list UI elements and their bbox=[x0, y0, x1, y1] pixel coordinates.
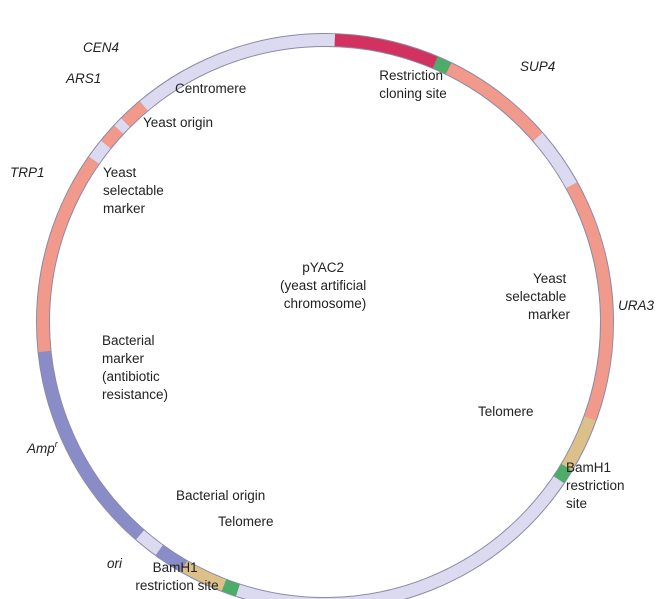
label-yeast-marker-left: Yeast selectable marker bbox=[103, 165, 168, 216]
segment-telomere-bottom bbox=[181, 560, 227, 591]
segment-restriction-cloning-site bbox=[334, 34, 438, 68]
segment-backbone-right bbox=[533, 133, 577, 189]
gene-ori: ori bbox=[107, 556, 123, 571]
segment-bamh1-bottom bbox=[221, 579, 240, 596]
segment-backbone-top bbox=[139, 34, 336, 111]
gene-sup4: SUP4 bbox=[520, 59, 555, 74]
segment-ura3 bbox=[566, 182, 613, 421]
label-bamh1-right: BamH1 restriction site bbox=[566, 460, 628, 511]
plasmid-name: pYAC2 (yeast artificial chromosome) bbox=[280, 260, 370, 311]
segment-ars1 bbox=[101, 125, 124, 149]
gene-amp: Ampr bbox=[26, 439, 59, 456]
center-line-3: chromosome) bbox=[284, 296, 367, 311]
label-yeast-marker-right: Yeast selectable marker bbox=[505, 271, 570, 322]
segment-cen4 bbox=[121, 101, 148, 127]
segment-sup4 bbox=[445, 63, 543, 141]
segment-amp bbox=[38, 350, 144, 540]
center-line-1: pYAC2 bbox=[302, 260, 344, 275]
segment-backbone-cen-gap bbox=[114, 118, 130, 134]
segment-backbone-ars-gap bbox=[89, 140, 111, 164]
label-centromere: Centromere bbox=[175, 81, 246, 96]
center-line-2: (yeast artificial bbox=[280, 278, 366, 293]
label-telomere-bottom: Telomere bbox=[218, 514, 274, 529]
gene-trp1: TRP1 bbox=[10, 165, 45, 180]
segment-ori bbox=[155, 545, 188, 572]
label-telomere-right: Telomere bbox=[478, 404, 534, 419]
plasmid-ring bbox=[36, 33, 614, 599]
label-bacterial-origin: Bacterial origin bbox=[176, 488, 265, 503]
segment-trp1 bbox=[37, 156, 99, 353]
label-bamh1-bottom: BamH1 restriction site bbox=[135, 560, 218, 593]
segment-backbone-bottom bbox=[236, 476, 564, 599]
segment-cloning-cut-site bbox=[432, 56, 452, 74]
gene-ars1: ARS1 bbox=[65, 71, 101, 86]
label-bacterial-marker: Bacterial marker (antibiotic resistance) bbox=[102, 333, 168, 402]
segment-backbone-lower-left bbox=[136, 530, 163, 555]
gene-cen4: CEN4 bbox=[83, 40, 119, 55]
label-yeast-origin: Yeast origin bbox=[143, 115, 213, 130]
segment-telomere-right bbox=[561, 416, 596, 471]
gene-ura3: URA3 bbox=[618, 298, 655, 313]
segment-bamh1-right bbox=[553, 464, 572, 484]
label-restriction-cloning-site: Restriction cloning site bbox=[379, 68, 447, 101]
